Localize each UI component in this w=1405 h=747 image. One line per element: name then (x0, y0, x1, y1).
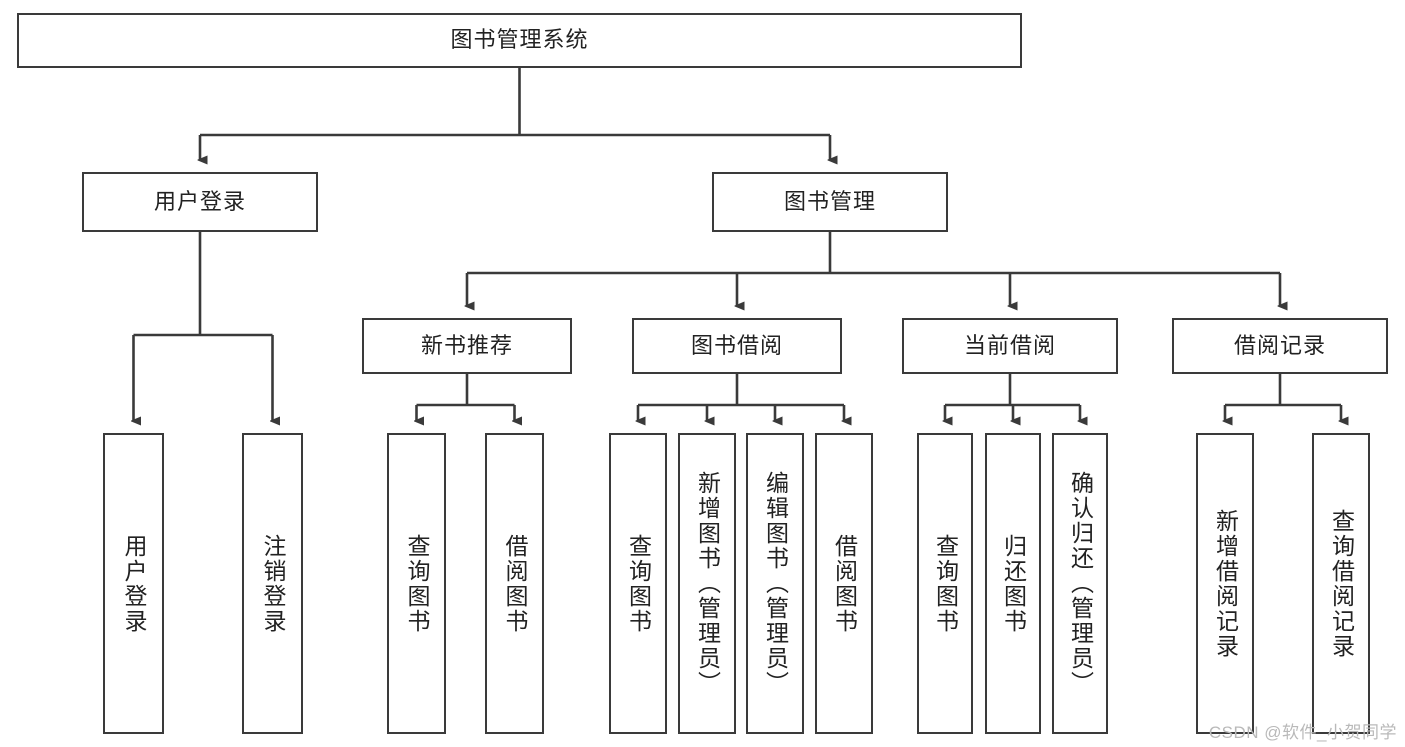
node-book-manage[interactable]: 图书管理 (712, 172, 948, 232)
node-leaf-add-record[interactable]: 新增借阅记录 (1196, 433, 1254, 734)
node-label: 当前借阅 (963, 332, 1056, 358)
node-current-borrow[interactable]: 当前借阅 (902, 318, 1118, 374)
node-label: 新增图书（管理员） (694, 471, 721, 696)
node-label: 借阅记录 (1233, 332, 1326, 358)
node-borrow-record[interactable]: 借阅记录 (1172, 318, 1388, 374)
node-label: 新增借阅记录 (1212, 508, 1239, 659)
node-label: 查询图书 (932, 533, 959, 634)
node-leaf-logout[interactable]: 注销登录 (242, 433, 303, 734)
node-label: 图书借阅 (690, 332, 783, 358)
node-leaf-query-book-1[interactable]: 查询图书 (387, 433, 446, 734)
node-label: 新书推荐 (420, 332, 513, 358)
node-leaf-borrow-book-2[interactable]: 借阅图书 (815, 433, 873, 734)
node-label: 图书管理 (783, 188, 876, 214)
node-leaf-borrow-book-1[interactable]: 借阅图书 (485, 433, 544, 734)
node-leaf-user-login[interactable]: 用户登录 (103, 433, 164, 734)
node-label: 查询图书 (404, 533, 431, 634)
node-label: 图书管理系统 (450, 27, 589, 53)
node-label: 查询借阅记录 (1328, 508, 1355, 659)
node-leaf-query-record[interactable]: 查询借阅记录 (1312, 433, 1370, 734)
node-leaf-query-book-2[interactable]: 查询图书 (609, 433, 667, 734)
node-label: 用户登录 (121, 533, 148, 634)
watermark-text: CSDN @软件_小贺同学 (1208, 723, 1397, 742)
node-label: 编辑图书（管理员） (762, 471, 789, 696)
node-label: 确认归还（管理员） (1067, 471, 1094, 696)
node-new-book-recommend[interactable]: 新书推荐 (362, 318, 572, 374)
node-leaf-confirm-return[interactable]: 确认归还（管理员） (1052, 433, 1108, 734)
node-user-login[interactable]: 用户登录 (82, 172, 318, 232)
node-root[interactable]: 图书管理系统 (17, 13, 1022, 68)
node-leaf-edit-book[interactable]: 编辑图书（管理员） (746, 433, 804, 734)
node-label: 归还图书 (1000, 533, 1027, 634)
node-label: 借阅图书 (502, 533, 529, 634)
node-label: 查询图书 (625, 533, 652, 634)
node-book-borrow[interactable]: 图书借阅 (632, 318, 842, 374)
node-label: 注销登录 (260, 533, 287, 634)
node-leaf-add-book[interactable]: 新增图书（管理员） (678, 433, 736, 734)
node-leaf-return-book[interactable]: 归还图书 (985, 433, 1041, 734)
node-label: 用户登录 (153, 188, 246, 214)
node-label: 借阅图书 (831, 533, 858, 634)
node-leaf-query-book-3[interactable]: 查询图书 (917, 433, 973, 734)
